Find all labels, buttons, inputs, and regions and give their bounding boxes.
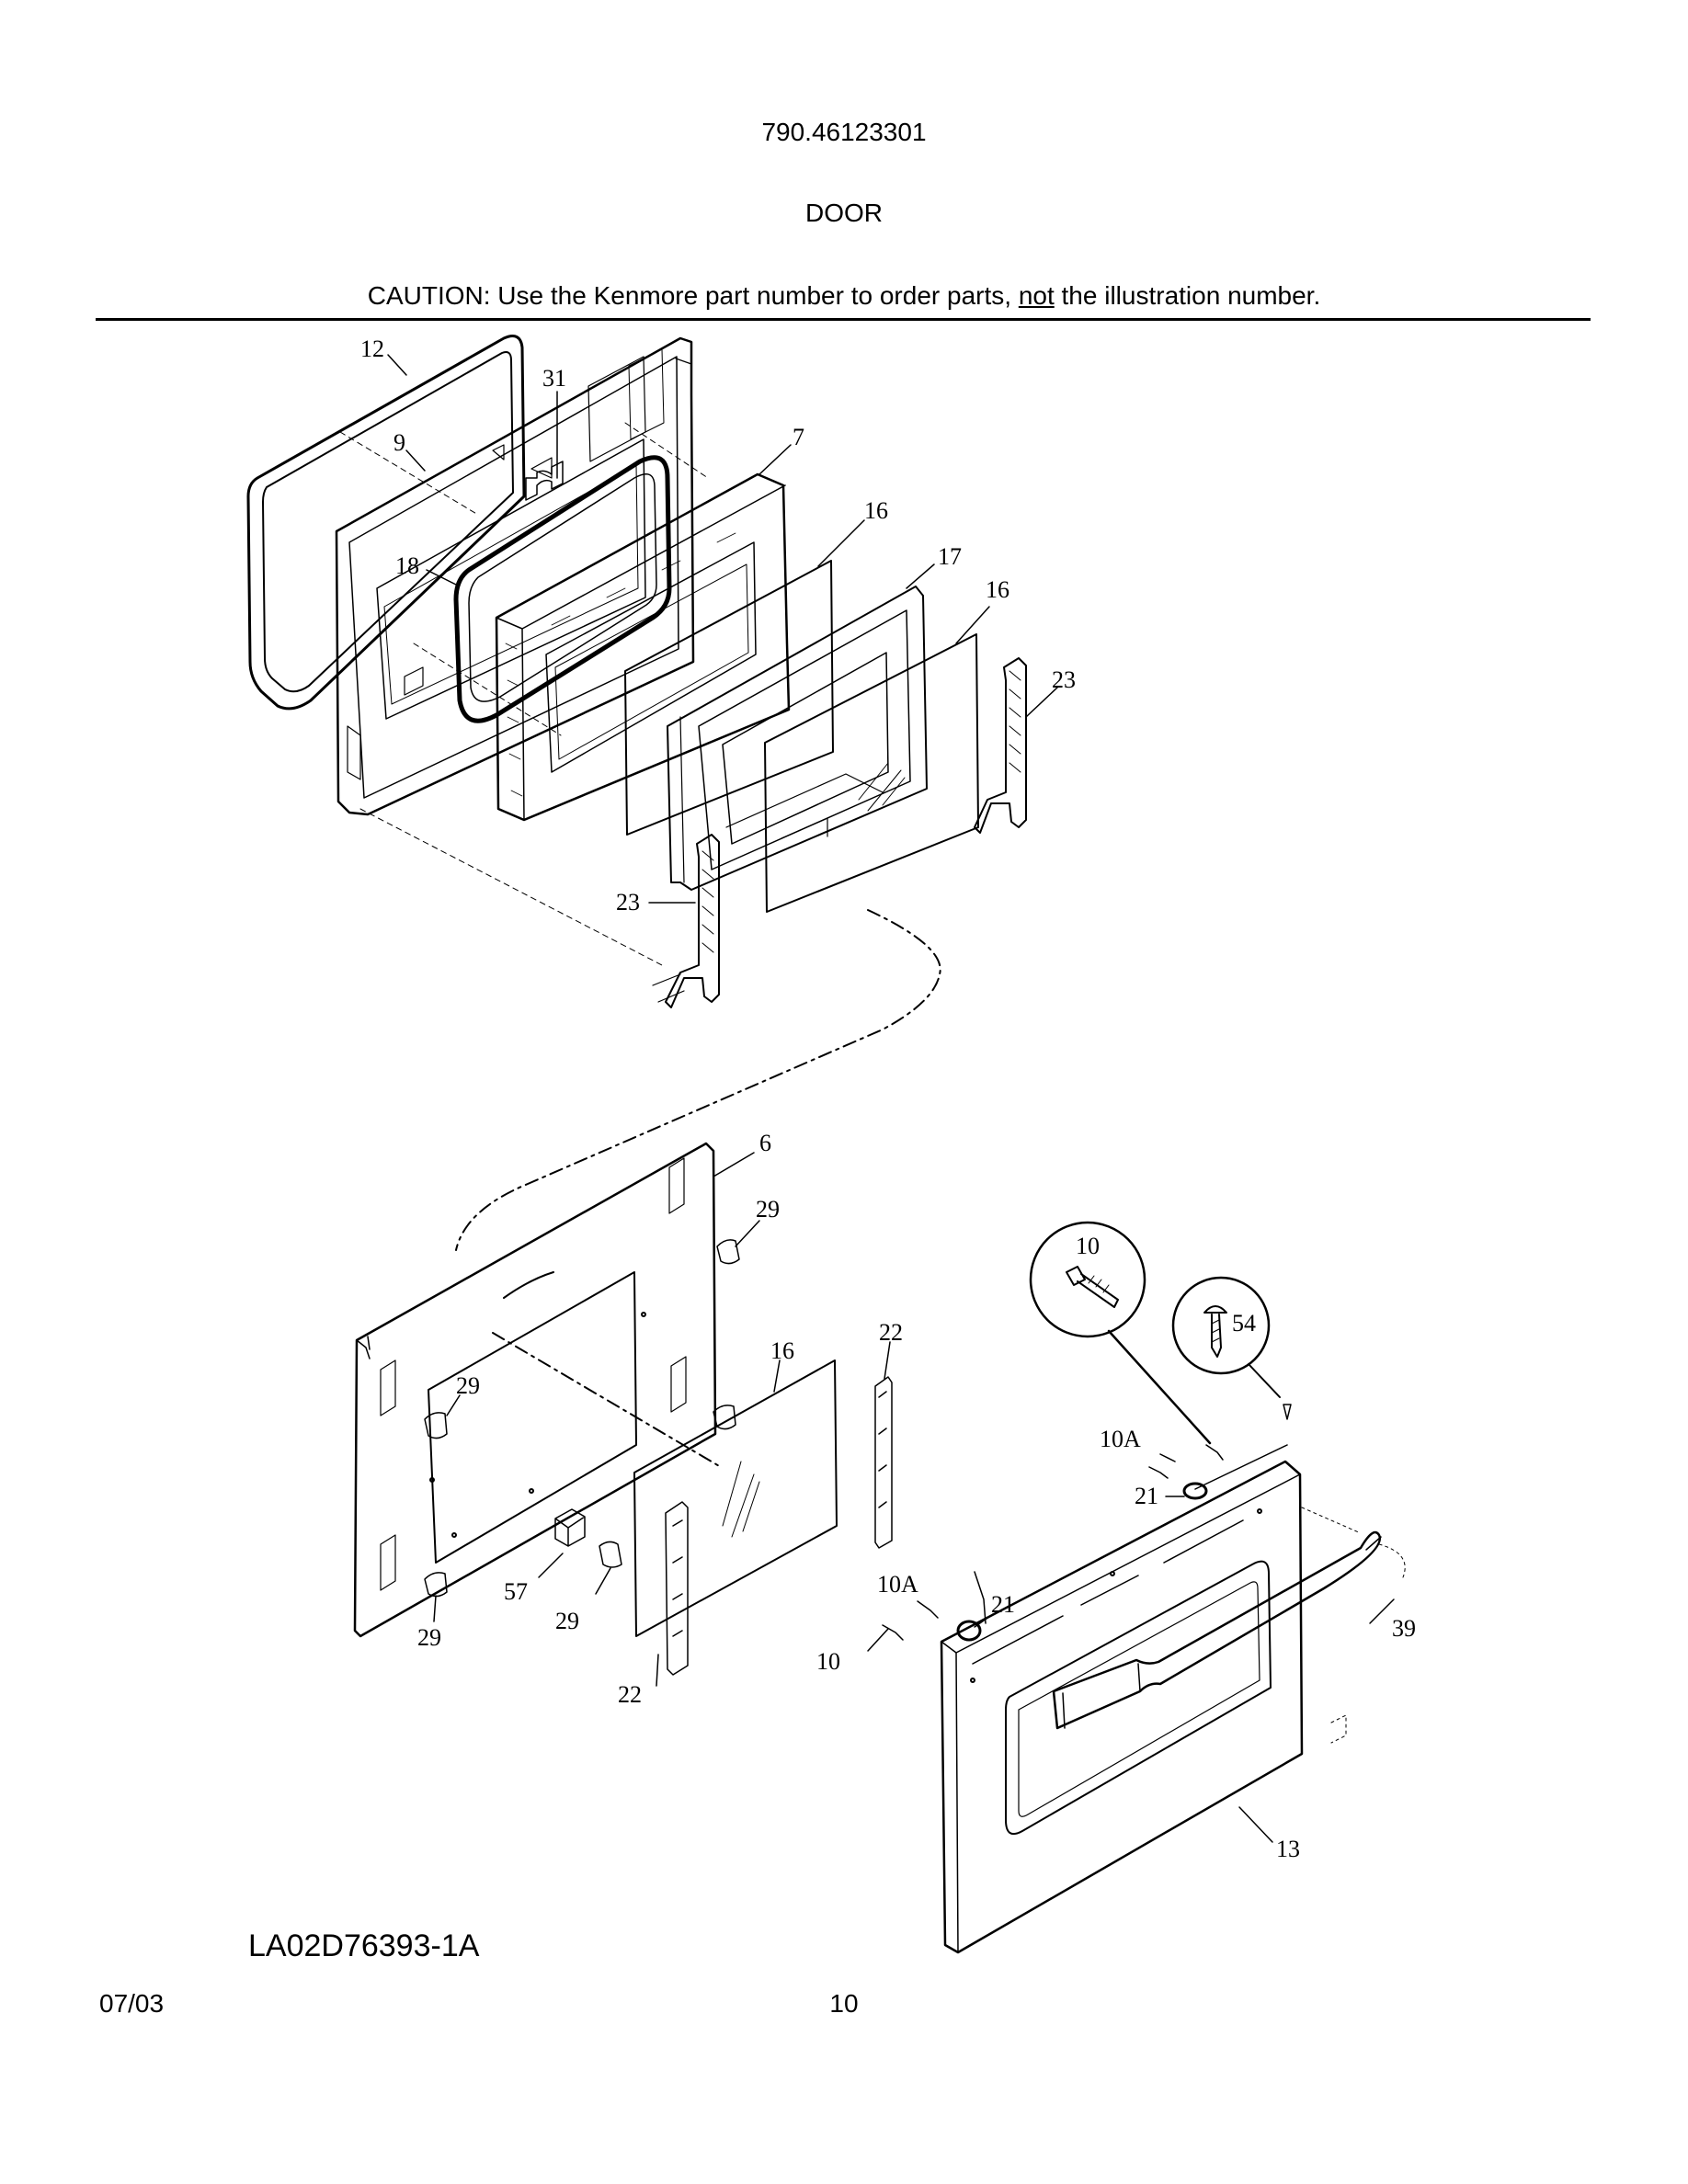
part-16-glass-upper <box>624 560 834 836</box>
part-12-gasket <box>246 335 526 711</box>
assembly-connector-line <box>455 909 941 1251</box>
center-dash-line <box>492 1332 722 1468</box>
callout-6: 6 <box>759 1130 771 1156</box>
caution-notice: CAUTION: Use the Kenmore part number to … <box>0 281 1688 311</box>
part-57-block <box>554 1508 586 1547</box>
callout-22-left: 22 <box>618 1681 642 1708</box>
caution-emphasis: not <box>1018 281 1055 310</box>
part-23-hinge-left <box>652 834 720 1008</box>
callout-22-right: 22 <box>879 1319 903 1346</box>
callout-29-top: 29 <box>756 1196 780 1223</box>
callout-10A-upper: 10A <box>1100 1426 1141 1452</box>
callout-16-outer: 16 <box>986 576 1009 603</box>
part-23-hinge-right <box>974 657 1027 834</box>
part-18-inner-gasket <box>453 455 672 723</box>
callout-10-lower: 10 <box>816 1648 840 1675</box>
door-construction-lines <box>1301 1507 1406 1744</box>
part-6-door-panel <box>353 1142 717 1638</box>
header-rule <box>96 318 1591 321</box>
callout-16-upper: 16 <box>864 497 888 524</box>
caution-suffix: the illustration number. <box>1054 281 1321 310</box>
drawing-id: LA02D76393-1A <box>248 1928 480 1963</box>
model-number: 790.46123301 <box>761 118 927 146</box>
callout-39: 39 <box>1392 1615 1416 1642</box>
callout-9: 9 <box>393 429 405 456</box>
callout-57: 57 <box>504 1578 528 1605</box>
part-22-bracket-left <box>665 1501 689 1676</box>
callout-23-right: 23 <box>1052 666 1076 693</box>
part-small-screws <box>867 1404 1292 1652</box>
callout-12: 12 <box>360 336 384 362</box>
part-16-glass-lower <box>633 1359 838 1637</box>
callout-16-lower: 16 <box>770 1337 794 1364</box>
detail-circle-54 <box>1171 1276 1281 1398</box>
part-29-bumpers <box>424 1239 740 1598</box>
footer-date: 07/03 <box>99 1989 165 2018</box>
callout-7: 7 <box>793 424 804 450</box>
callout-29-bottom: 29 <box>417 1624 441 1651</box>
caution-prefix: CAUTION: Use the Kenmore part number to … <box>367 281 1019 310</box>
callout-13: 13 <box>1276 1836 1300 1862</box>
section-title: DOOR <box>805 199 883 227</box>
callout-29-left: 29 <box>456 1372 480 1399</box>
leader-lines <box>387 354 1395 1843</box>
callout-10A-lower: 10A <box>877 1571 918 1598</box>
page-number: 10 <box>829 1989 859 2018</box>
part-39-handle <box>1052 1530 1382 1730</box>
callout-10-detail: 10 <box>1076 1233 1100 1259</box>
part-31-clip <box>525 461 564 501</box>
callout-23-left: 23 <box>616 889 640 916</box>
part-13-outer-door <box>940 1444 1304 1954</box>
callout-29-center: 29 <box>555 1608 579 1634</box>
callout-21-lower: 21 <box>991 1591 1015 1618</box>
callout-18: 18 <box>395 552 419 579</box>
part-9-inner-liner <box>335 336 695 816</box>
callout-54: 54 <box>1232 1310 1256 1337</box>
part-22-bracket-right <box>874 1376 893 1549</box>
part-17-window-frame <box>667 586 928 891</box>
callout-17: 17 <box>938 543 962 570</box>
detail-circle-10 <box>1029 1221 1212 1445</box>
callout-31: 31 <box>542 365 566 392</box>
part-16-glass-outer <box>764 633 979 913</box>
assembly-lines-upper <box>339 422 709 966</box>
callout-21-upper: 21 <box>1135 1483 1158 1509</box>
